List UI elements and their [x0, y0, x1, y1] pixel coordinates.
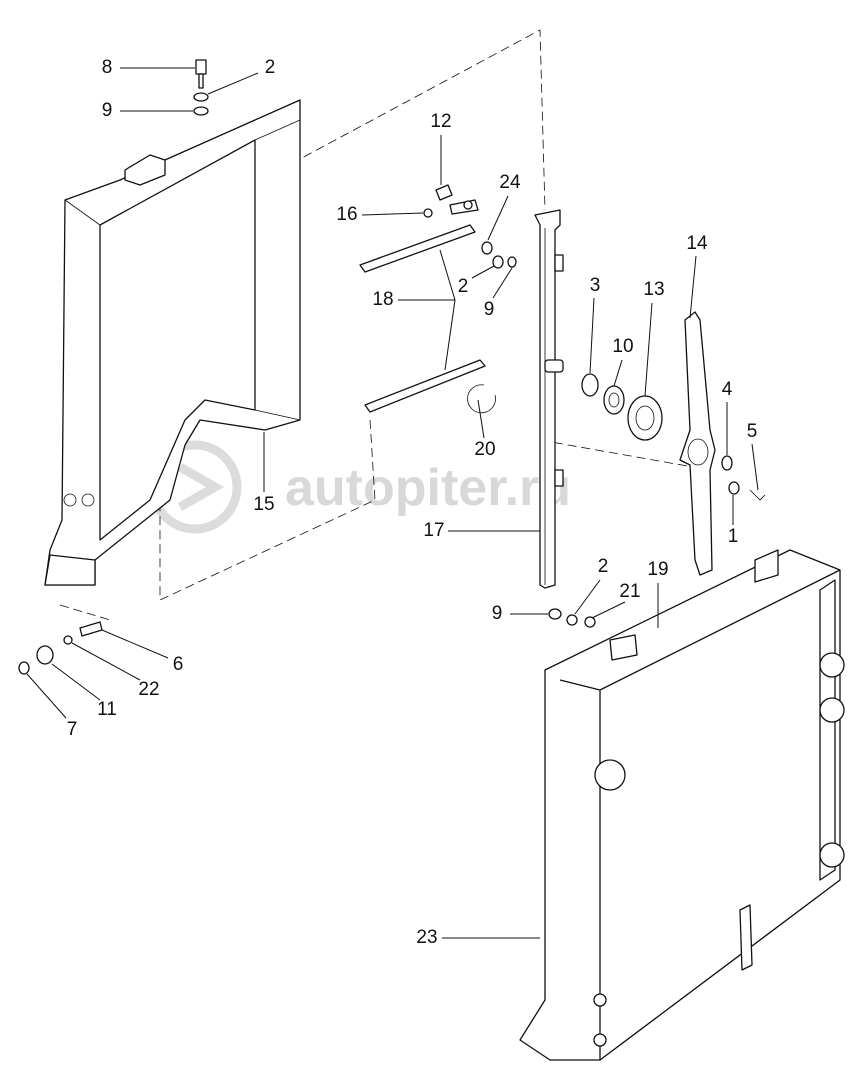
- callout-15: 15: [253, 494, 274, 515]
- callout-16: 16: [336, 204, 357, 225]
- callout-6: 6: [173, 654, 184, 675]
- callout-5: 5: [747, 421, 758, 442]
- callout-9: 9: [484, 299, 495, 320]
- callout-20: 20: [474, 439, 495, 460]
- callout-7: 7: [67, 719, 78, 740]
- callout-13: 13: [643, 279, 664, 300]
- callout-11: 11: [97, 699, 117, 720]
- callout-22: 22: [138, 679, 159, 700]
- watermark: autopiter.ru: [148, 440, 571, 534]
- leader-lines: [26, 67, 759, 939]
- bar-part-17: [534, 209, 564, 589]
- callout-4: 4: [722, 379, 733, 400]
- callout-12: 12: [430, 111, 451, 132]
- callout-21: 21: [619, 581, 640, 602]
- callout-9: 9: [102, 100, 113, 121]
- callout-2: 2: [598, 556, 609, 577]
- callout-1: 1: [728, 526, 739, 547]
- callout-23: 23: [416, 927, 437, 948]
- callout-10: 10: [612, 336, 633, 357]
- watermark-text: autopiter.ru: [285, 459, 571, 517]
- fan-blade-part-14: [679, 311, 716, 576]
- callout-17: 17: [423, 520, 444, 541]
- callout-2: 2: [265, 57, 276, 78]
- callout-19: 19: [647, 559, 668, 580]
- callout-3: 3: [590, 275, 601, 296]
- callout-8: 8: [102, 57, 113, 78]
- callout-24: 24: [499, 172, 521, 193]
- callout-18: 18: [372, 289, 393, 310]
- frame-part-15: [44, 99, 301, 586]
- seal-parts: [581, 373, 663, 441]
- callout-2: 2: [458, 276, 469, 297]
- callout-14: 14: [686, 233, 708, 254]
- callouts: 8 2 9 12 24 16 2 9 18 3 10 13 14 4 5 20 …: [67, 57, 758, 948]
- callout-9: 9: [492, 603, 503, 624]
- radiator-part-23: [519, 549, 845, 1061]
